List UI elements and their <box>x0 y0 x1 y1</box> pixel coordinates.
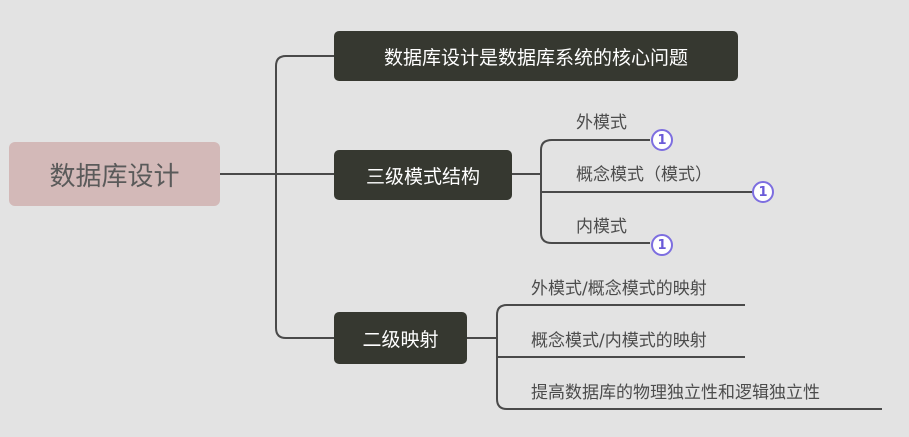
subtopic-independence[interactable]: 提高数据库的物理独立性和逻辑独立性 <box>531 378 820 403</box>
subtopic-conceptual-internal-mapping-label: 概念模式/内模式的映射 <box>531 331 707 351</box>
subtopic-independence-label: 提高数据库的物理独立性和逻辑独立性 <box>531 383 820 403</box>
subtopic-conceptual-internal-mapping[interactable]: 概念模式/内模式的映射 <box>531 326 707 351</box>
topic-core-problem-label: 数据库设计是数据库系统的核心问题 <box>383 46 688 69</box>
topic-two-level-mapping-label: 二级映射 <box>362 328 439 351</box>
topic-two-level-mapping[interactable]: 二级映射 <box>334 312 467 364</box>
subtopic-external-conceptual-mapping[interactable]: 外模式/概念模式的映射 <box>531 274 707 299</box>
subtopic-internal-schema-label: 内模式 <box>576 217 627 237</box>
subtopic-conceptual-schema[interactable]: 概念模式（模式） <box>576 160 712 185</box>
subtopic-external-conceptual-mapping-label: 外模式/概念模式的映射 <box>531 279 707 299</box>
root-topic[interactable]: 数据库设计 <box>9 142 220 206</box>
subtopic-internal-schema[interactable]: 内模式 <box>576 212 627 237</box>
topic-three-level-schema-label: 三级模式结构 <box>365 165 480 188</box>
subtopic-external-schema[interactable]: 外模式 <box>576 108 627 133</box>
subtopic-external-schema-label: 外模式 <box>576 113 627 133</box>
topic-core-problem[interactable]: 数据库设计是数据库系统的核心问题 <box>334 31 738 81</box>
topic-three-level-schema[interactable]: 三级模式结构 <box>334 150 512 200</box>
count-badge-icon[interactable]: 1 <box>651 234 673 256</box>
root-topic-label: 数据库设计 <box>49 161 180 192</box>
connector-trunk <box>275 55 287 339</box>
count-badge-icon[interactable]: 1 <box>752 181 774 203</box>
subtopic-conceptual-schema-label: 概念模式（模式） <box>576 165 712 185</box>
count-badge-icon[interactable]: 1 <box>651 129 673 151</box>
